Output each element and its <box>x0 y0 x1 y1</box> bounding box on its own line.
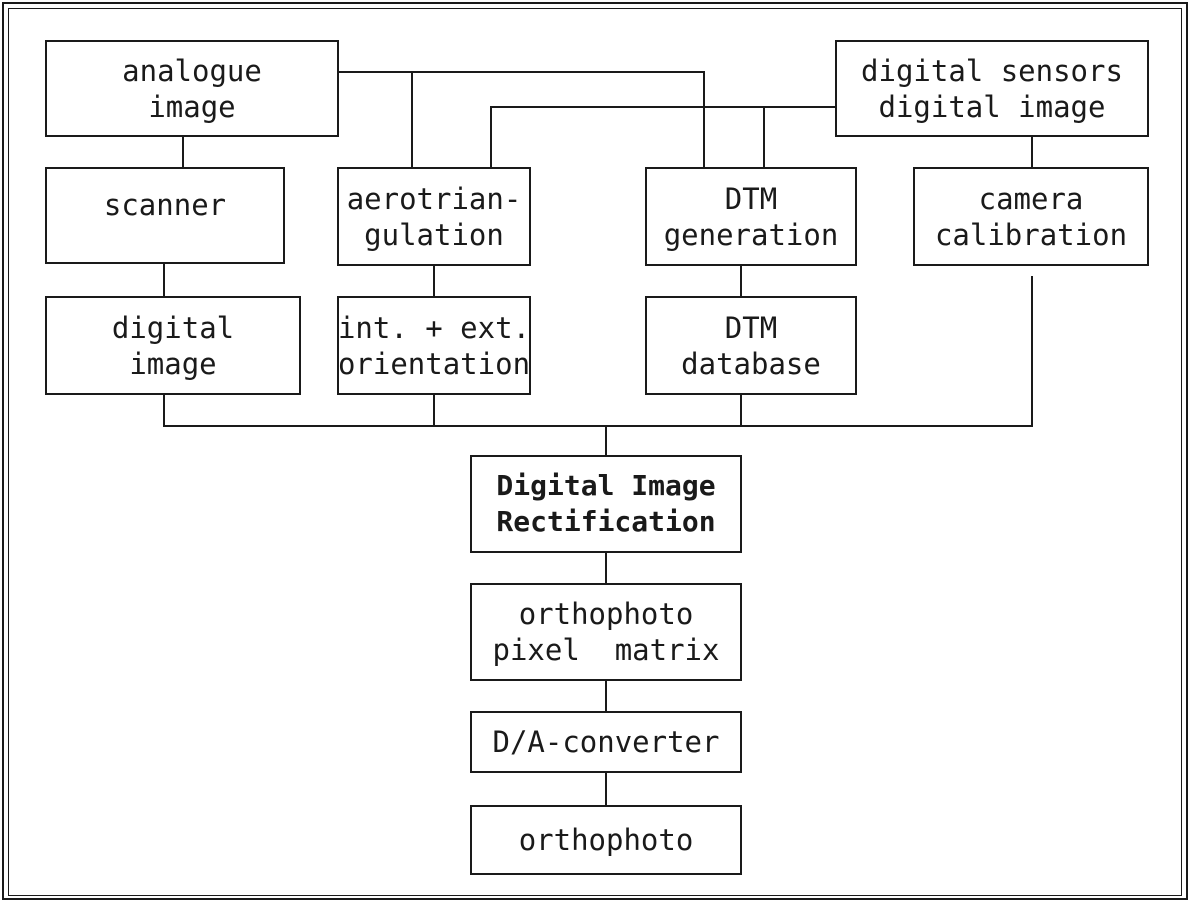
node-orientation-line-1: int. + ext. <box>337 310 531 345</box>
node-orientation-line-2: orientation <box>337 346 531 381</box>
node-dtm-generation: DTM generation <box>645 167 857 266</box>
node-dtm-generation-line-2: generation <box>663 217 839 252</box>
connector-sensors-aerotriangulation <box>490 106 836 167</box>
node-orientation: int. + ext. orientation <box>337 296 531 395</box>
connector-analogue-dtm <box>338 71 705 167</box>
node-camera-calibration-line-2: calibration <box>934 217 1128 252</box>
node-analogue-image-line-1: analogue <box>122 53 262 88</box>
node-digital-image-line-1: digital <box>111 310 235 345</box>
node-analogue-image-line-2: image <box>148 89 236 124</box>
node-aerotriangulation: aerotrian- gulation <box>337 167 531 266</box>
node-analogue-image: analogue image <box>45 40 339 137</box>
node-pixel-matrix-line-2: pixel matrix <box>492 633 720 667</box>
node-digital-image-line-2: image <box>129 346 217 381</box>
node-orthophoto-line-1: orthophoto <box>518 823 694 857</box>
node-pixel-matrix-line-1: orthophoto <box>518 597 694 631</box>
node-scanner-line-1: scanner <box>103 188 227 222</box>
node-orthophoto: orthophoto <box>470 805 742 875</box>
node-digital-sensors: digital sensors digital image <box>835 40 1149 137</box>
node-scanner: scanner <box>45 167 285 264</box>
node-digital-image: digital image <box>45 296 301 395</box>
node-digital-sensors-line-1: digital sensors <box>861 53 1123 88</box>
node-rectification-line-2: Rectification <box>496 505 716 538</box>
node-converter-line-1: D/A-converter <box>492 725 720 759</box>
node-converter: D/A-converter <box>470 711 742 773</box>
node-rectification-line-1: Digital Image <box>496 469 716 502</box>
node-aerotriangulation-line-1: aerotrian- <box>346 181 522 216</box>
node-dtm-database-line-2: database <box>681 346 821 381</box>
node-dtm-generation-line-1: DTM <box>724 181 778 216</box>
node-pixel-matrix: orthophoto pixel matrix <box>470 583 742 681</box>
node-rectification: Digital Image Rectification <box>470 455 742 553</box>
node-dtm-database: DTM database <box>645 296 857 395</box>
node-aerotriangulation-line-2: gulation <box>364 217 504 252</box>
node-dtm-database-line-1: DTM <box>724 310 778 345</box>
node-digital-sensors-line-2: digital image <box>878 89 1106 124</box>
diagram-inner-frame <box>8 8 1182 896</box>
node-camera-calibration: camera calibration <box>913 167 1149 266</box>
node-camera-calibration-line-1: camera <box>978 181 1084 216</box>
